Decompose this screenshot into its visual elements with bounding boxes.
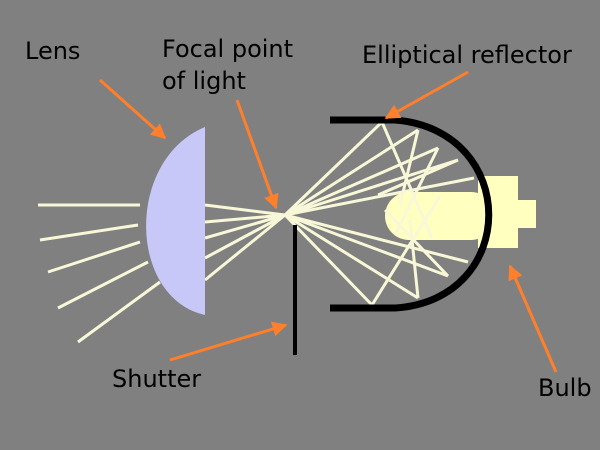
bulb-label: Bulb bbox=[538, 374, 592, 402]
light-rays-output bbox=[38, 203, 161, 344]
shutter-label: Shutter bbox=[112, 365, 202, 393]
callout-arrows bbox=[99, 70, 558, 373]
light-rays-reflector bbox=[283, 120, 475, 307]
focal-point-label-line2: of light bbox=[162, 67, 246, 95]
lens-label: Lens bbox=[25, 37, 81, 65]
lens bbox=[146, 127, 205, 315]
bulb-arrow bbox=[508, 264, 558, 373]
reflector-label: Elliptical reflector bbox=[362, 41, 572, 69]
focal-arrow bbox=[235, 99, 279, 210]
elliptical-reflector bbox=[330, 116, 493, 312]
lens-arrow bbox=[99, 78, 167, 140]
reflector-arrow bbox=[384, 70, 469, 120]
bulb bbox=[385, 176, 536, 248]
focal-point-label-line1: Focal point bbox=[162, 35, 294, 63]
light-rays-focal bbox=[204, 203, 286, 282]
shutter-arrow bbox=[169, 321, 288, 362]
